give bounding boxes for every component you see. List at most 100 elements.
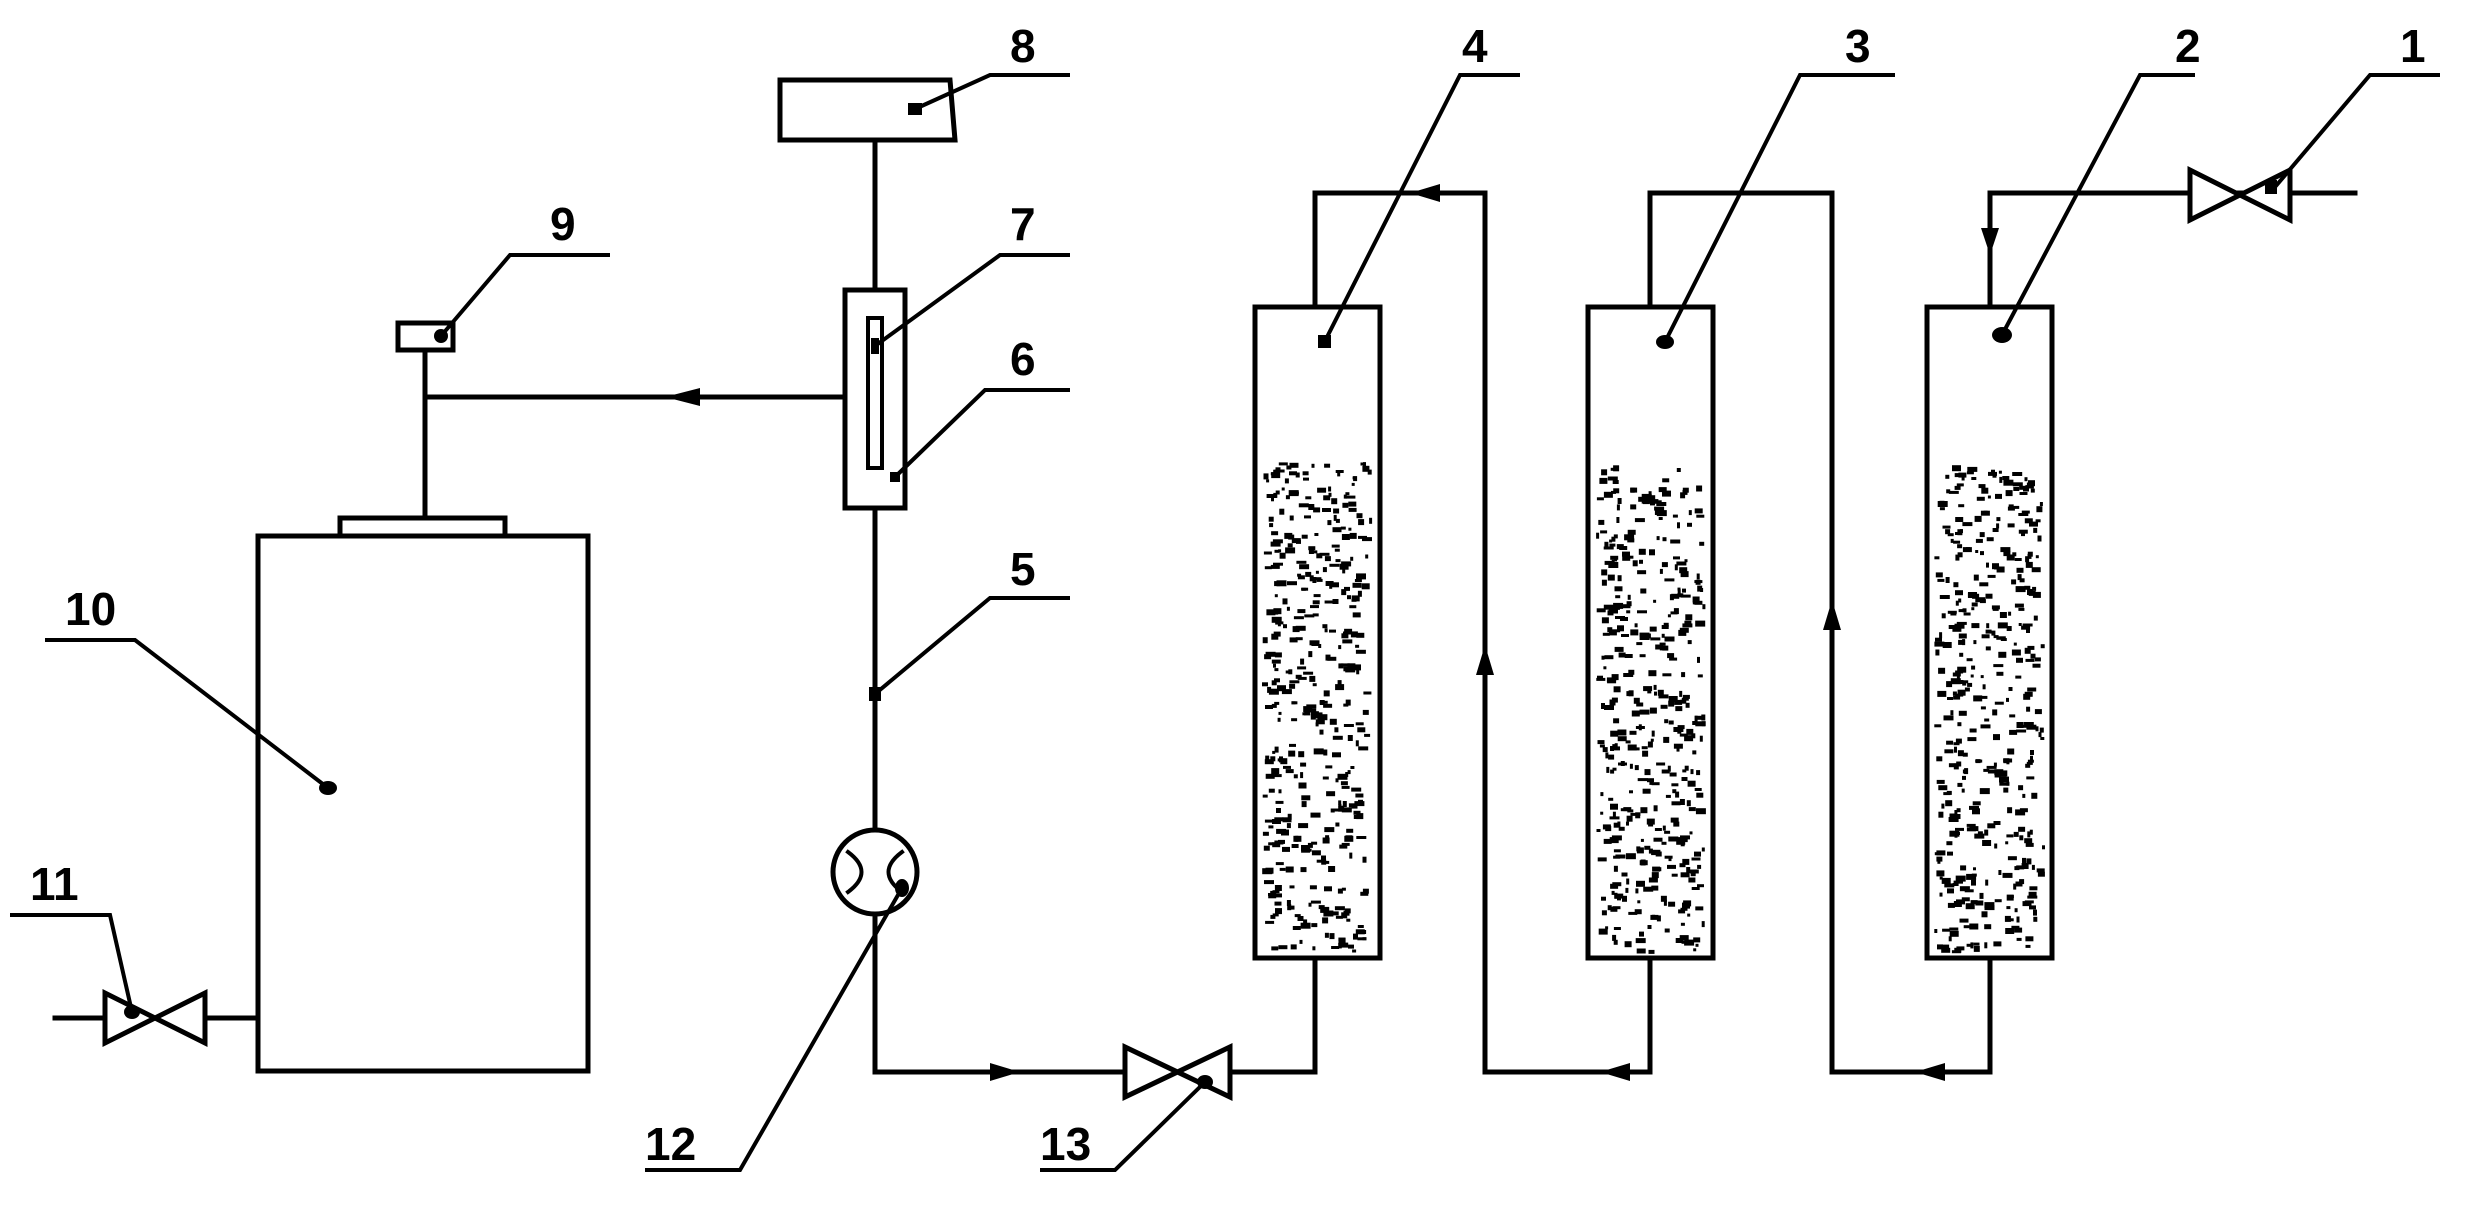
packing-speck [2023,722,2034,725]
packing-speck [1262,794,1268,798]
packing-speck [1636,642,1643,646]
pump-12 [830,827,920,917]
packing-speck [1617,625,1624,632]
packing-speck [1996,671,2004,676]
packing-speck [1655,851,1662,857]
packing-speck [1347,770,1351,775]
packing-speck [1611,835,1622,841]
packing-speck [1948,490,1959,494]
valve-13-body [1122,1043,1233,1101]
packing-speck [1984,902,1995,909]
packing-speck [1611,674,1619,681]
packing-speck [1305,496,1312,500]
packing-speck [2018,529,2028,534]
packing-speck [1323,703,1333,708]
packing-speck [1689,831,1693,835]
packing-speck [1952,465,1961,472]
packing-speck [1965,903,1975,910]
label-1: 1 [2400,20,2426,72]
packing-speck [1955,590,1963,596]
packing-speck [1959,652,1964,657]
packing-speck [1602,824,1611,830]
packing-speck [1328,492,1332,497]
packing-speck [1314,533,1319,536]
packing-speck [1971,607,1975,611]
arrow-left-bottom-col2 [1915,1063,1945,1081]
packing-speck [1615,595,1621,599]
packing-speck [1264,880,1274,885]
packing-speck [1265,755,1270,760]
packing-speck [1287,581,1297,586]
packing-speck [1994,843,1998,849]
packing-speck [2011,925,2020,929]
packing-speck [1339,563,1349,570]
packing-speck [1984,942,1988,949]
packing-speck [1301,587,1309,591]
packing-speck [1943,715,1954,721]
packing-speck [1309,550,1318,554]
packing-speck [1319,552,1330,556]
packing-speck [1973,942,1980,946]
packing-speck [1612,744,1618,749]
packing-speck [2037,535,2042,542]
packing-speck [1996,517,2001,522]
packing-speck [1296,560,1307,564]
packing-speck [1695,620,1706,627]
packing-speck [1272,750,1276,754]
packing-speck [1297,916,1304,921]
packing-speck [1301,795,1311,801]
packing-speck [2031,864,2035,870]
packing-speck [1297,609,1306,614]
packing-speck [1999,780,2004,785]
packing-speck [1332,735,1343,740]
packing-speck [2039,502,2043,506]
packing-speck [2006,906,2011,910]
packing-speck [1339,844,1348,849]
packing-speck [1937,690,1947,697]
tank-10-body [255,533,591,1074]
packing-speck [1599,477,1608,484]
packing-speck [1289,515,1294,521]
packing-speck [1696,485,1703,492]
packing-speck [1674,564,1678,571]
packing-speck [1277,685,1286,692]
packing-speck [1639,559,1643,564]
packing-speck [1648,877,1658,883]
packing-speck [1624,941,1632,948]
packing-speck [1962,608,1967,613]
packing-speck [1667,614,1671,618]
packing-speck [1600,811,1604,815]
packing-speck [1342,639,1353,644]
packing-speck [1603,838,1612,844]
packing-speck [1693,937,1701,943]
packing-speck [1329,563,1340,567]
packing-speck [1273,893,1282,898]
packing-speck [1998,651,2007,658]
packing-speck [1287,543,1293,548]
packing-speck [1310,900,1321,904]
packing-speck [1697,884,1704,888]
packing-speck [1695,808,1706,815]
packing-speck [1351,482,1355,486]
packing-speck [1616,517,1620,523]
packing-speck [1347,663,1356,670]
packing-speck [1639,634,1650,640]
packing-speck [1283,624,1287,629]
packing-speck [2038,732,2042,738]
packing-speck [1345,699,1351,706]
packing-speck [1291,538,1301,544]
packing-speck [2033,527,2038,533]
packing-speck [1668,836,1679,842]
packing-speck [2014,927,2023,933]
packing-speck [2003,479,2014,486]
packing-speck [1652,866,1661,872]
arrow-down-inlet [1981,228,1999,255]
packing-speck [1980,706,1986,710]
packing-speck [1996,636,2002,640]
packing-speck [1331,498,1338,505]
packing-speck [1981,487,1989,494]
packing-speck [1679,567,1688,574]
packing-speck [1658,517,1663,520]
packing-speck [1979,892,1984,899]
packing-speck [1656,510,1667,517]
